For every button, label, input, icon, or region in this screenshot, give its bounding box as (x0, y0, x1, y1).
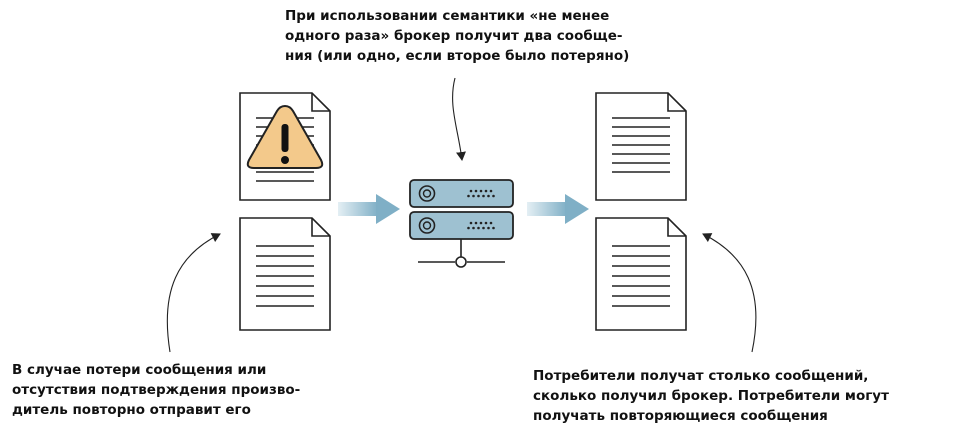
server-icon (409, 179, 514, 268)
producer-note-line: В случае потери сообщения или (12, 362, 267, 378)
producer-document-icon (239, 217, 331, 331)
producer-note-line: дитель повторно отправит его (12, 402, 251, 418)
broker-note: При использовании семантики «не менее од… (285, 6, 629, 66)
producer-note: В случае потери сообщения или отсутствия… (12, 360, 300, 420)
broker-note-line: ния (или одно, если второе было потеряно… (285, 48, 630, 64)
producer-note-pointer (166, 233, 221, 353)
broker-note-pointer (452, 77, 466, 161)
consumer-note-line: Потребители получат столько сообщений, (533, 368, 869, 384)
consumer-note: Потребители получат столько сообщений, с… (533, 366, 889, 426)
consumer-note-pointer (702, 233, 757, 353)
consumer-note-line: получать повторяющиеся сообщения (533, 408, 828, 424)
flow-arrow-to-broker (338, 194, 400, 224)
producer-document-warning (239, 92, 331, 201)
broker-note-line: При использовании семантики «не менее (285, 8, 610, 24)
flow-arrow-to-consumers (527, 194, 589, 224)
consumer-note-line: сколько получил брокер. Потребители могу… (533, 388, 889, 404)
producer-note-line: отсутствия подтверждения произво- (12, 382, 301, 398)
broker-note-line: одного раза» брокер получит два сообще- (285, 28, 623, 44)
warning-icon (246, 104, 324, 169)
consumer-document-icon-top (595, 92, 687, 201)
consumer-document-icon-bottom (595, 217, 687, 331)
